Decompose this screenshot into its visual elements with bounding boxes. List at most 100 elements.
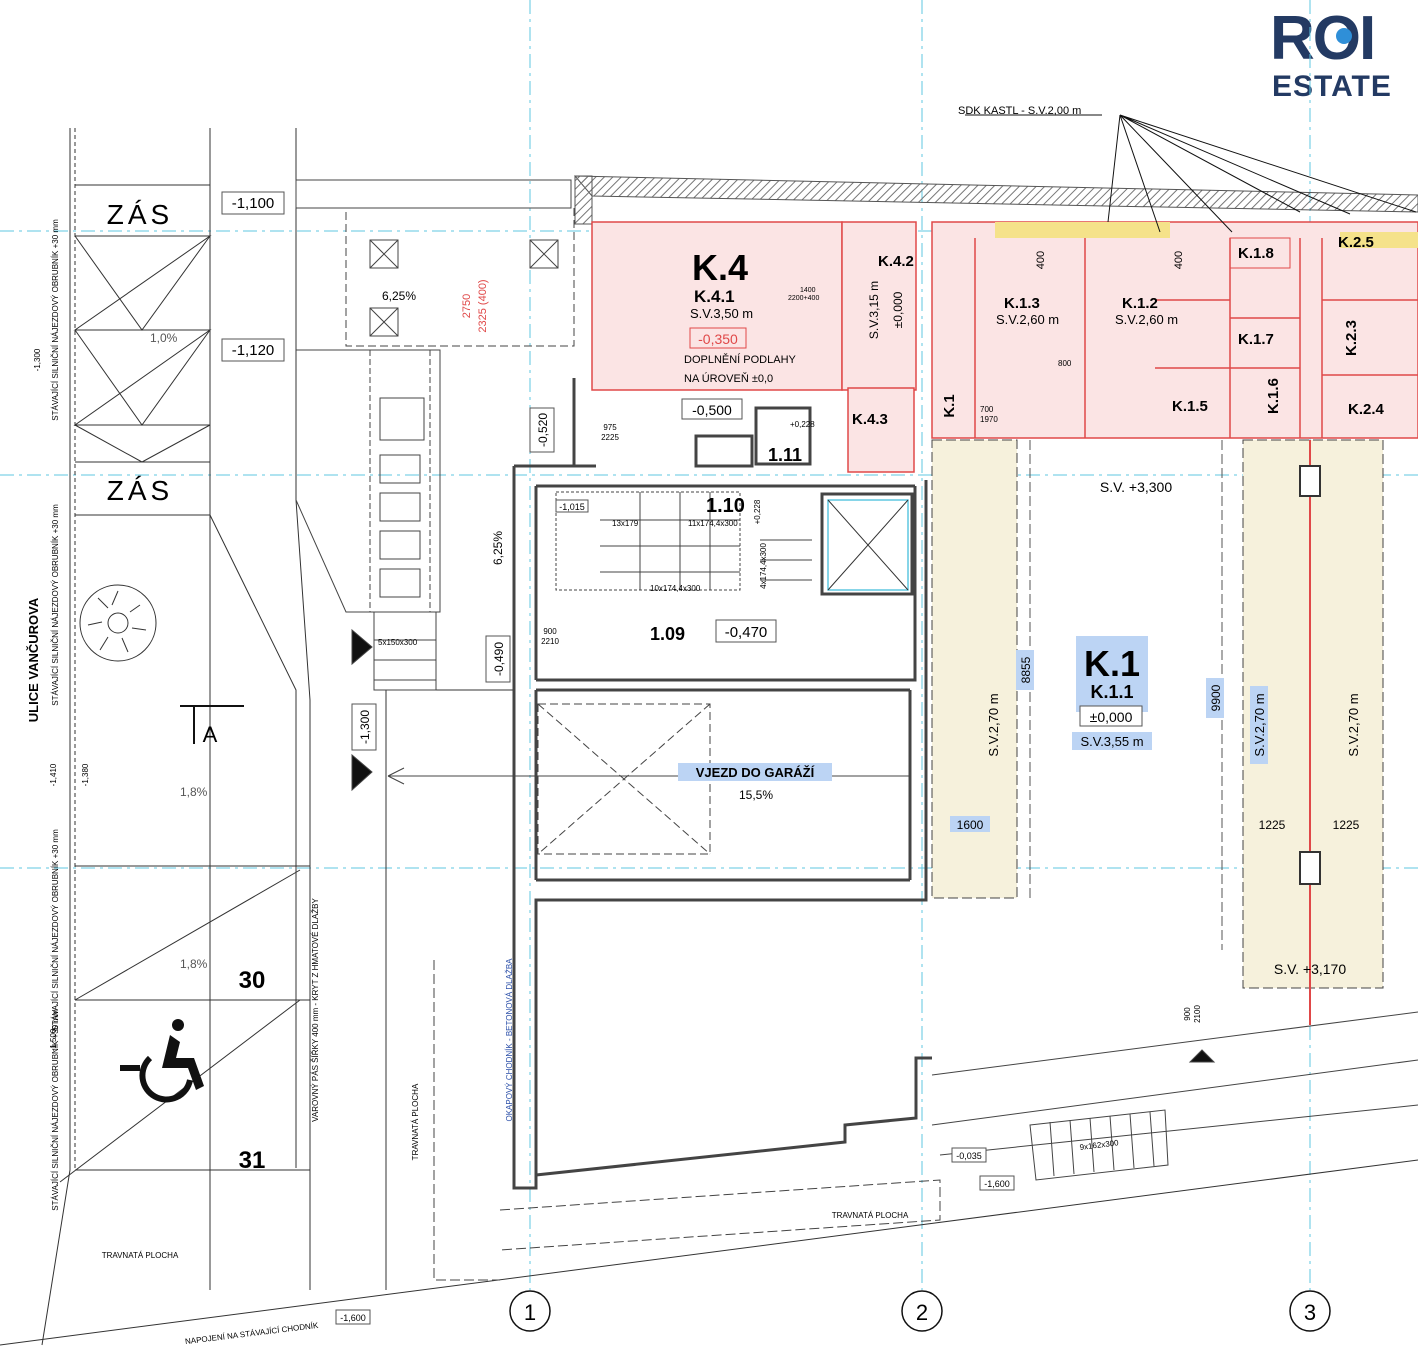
dim-2100: 2100 (1193, 1005, 1202, 1023)
dim-2325: 2325 (400) (477, 279, 489, 332)
sv-270-b: S.V.2,70 m (1252, 693, 1267, 756)
street-area (0, 128, 1418, 1346)
dim-1225-b: 1225 (1333, 818, 1360, 832)
dim-1400: 1400 (800, 287, 816, 294)
curb-note-2: STÁVAJÍCÍ SILNIČNÍ NÁJEZDOVÝ OBRUBNÍK +3… (51, 504, 60, 706)
slope-6: 15,5% (739, 788, 773, 802)
room-k41-note-1: DOPLNĚNÍ PODLAHY (684, 353, 797, 366)
zas-label-2: ZÁS (107, 475, 173, 506)
street-name: ULICE VANČUROVA (26, 597, 41, 722)
warning-strip-note: VAROVNÝ PÁS ŠÍŘKY 400 mm - KRYT Z HMATOV… (311, 898, 320, 1122)
room-k42-level: ±0,000 (891, 291, 905, 328)
room-110-label: 1.10 (706, 495, 745, 517)
entrance-area (295, 179, 1418, 1281)
room-k11-label: K.1.1 (1090, 682, 1133, 702)
sidewalk-edge (295, 128, 311, 1290)
room-k12-label: K.1.2 (1122, 295, 1158, 312)
sv-270-c: S.V.2,70 m (1346, 693, 1361, 756)
room-k15-label: K.1.5 (1172, 398, 1208, 415)
elevator (827, 499, 909, 591)
sdk-leaders (965, 114, 1417, 233)
slope-5: 1,8% (180, 957, 208, 971)
logo-text-estate: ESTATE (1272, 70, 1392, 103)
tree-grate (79, 584, 157, 662)
room-k13-height: S.V.2,60 m (996, 312, 1059, 327)
garage-entry-edge (385, 689, 515, 1290)
level-5: -1,300 (358, 710, 372, 744)
dim-9900: 9900 (1209, 684, 1223, 711)
dim-1970: 1970 (980, 415, 998, 424)
dim-1225-a: 1225 (1259, 818, 1286, 832)
room-110-level: +0,228 (753, 499, 762, 524)
room-k11-level: ±0,000 (1090, 709, 1133, 725)
axis-bubble-1 (509, 1290, 551, 1332)
sv-270-a: S.V.2,70 m (986, 693, 1001, 756)
dim-2210: 2210 (541, 637, 559, 646)
roof-edge (573, 175, 1418, 225)
axis-bubbles (509, 1290, 1331, 1332)
room-111-label: 1.11 (768, 445, 802, 465)
level-13: -1,380 (81, 763, 90, 786)
section-mark-a: A (203, 722, 218, 747)
room-k41-height: S.V.3,50 m (690, 306, 753, 321)
connection-note: NAPOJENÍ NA STÁVAJÍCÍ CHODNÍK (185, 1321, 320, 1346)
lawn-label-3: TRAVNATÁ PLOCHA (832, 1211, 909, 1220)
level-6: -1,015 (559, 502, 585, 512)
room-k41-label: K.4.1 (694, 287, 735, 306)
roi-estate-logo: ROI ESTATE (1266, 8, 1406, 108)
level-2: -1,120 (232, 342, 275, 359)
parking-border (209, 514, 297, 1168)
dim-700: 700 (980, 405, 994, 414)
axis-label-3: 3 (1304, 1300, 1316, 1325)
stair-dim-3: 10x174,4x300 (650, 584, 701, 593)
okap-note: OKAPOVÝ CHODNÍK - BETONOVÁ DLAŽBA (505, 958, 514, 1122)
axis-label-1: 1 (524, 1300, 536, 1325)
slope-3: 6,25% (491, 531, 505, 565)
room-k18-label: K.1.8 (1238, 245, 1274, 262)
room-k42-label: K.4.2 (878, 253, 914, 270)
dim-2750: 2750 (461, 294, 473, 318)
curb-note-4: STÁVAJÍCÍ SILNIČNÍ NÁJEZDOVÝ OBRUBNÍK +3… (51, 1009, 60, 1211)
building-walls (512, 378, 932, 1190)
room-k1-title: K.1 (1084, 643, 1140, 684)
parking-number-31: 31 (239, 1147, 266, 1174)
level-10: -1,600 (340, 1313, 366, 1323)
slope-4: 1,8% (180, 785, 208, 799)
room-k13-label: K.1.3 (1004, 295, 1040, 312)
level-1: -1,100 (232, 195, 275, 212)
level-4: -0,490 (492, 642, 506, 676)
dim-1600: 1600 (957, 818, 984, 832)
lawn-label-2: TRAVNATÁ PLOCHA (102, 1251, 179, 1260)
level-room-109: -0,470 (725, 624, 768, 641)
stair-dim-1: 13x179 (612, 519, 639, 528)
level-12: -1,410 (49, 763, 58, 786)
zas-label-1: ZÁS (107, 199, 173, 230)
slope-2: 1,0% (150, 331, 178, 345)
dim-8855: 8855 (1019, 656, 1033, 683)
axis-bubble-3 (1289, 1290, 1331, 1332)
curb-note-1: STÁVAJÍCÍ SILNIČNÍ NÁJEZDOVÝ OBRUBNÍK +3… (51, 219, 60, 421)
zas-zigzag-2 (74, 235, 211, 463)
k-rooms (591, 221, 1418, 473)
lawn-label-1: TRAVNATÁ PLOCHA (411, 1083, 420, 1160)
dim-900: 900 (543, 627, 557, 636)
dim-900-b: 900 (1183, 1007, 1192, 1021)
room-k4-title: K.4 (692, 247, 748, 288)
room-k17-label: K.1.7 (1238, 331, 1274, 348)
room-k42-height: S.V.3,15 m (867, 281, 881, 339)
slope-1: 6,25% (382, 289, 416, 303)
level-14: -1,500 (49, 1028, 58, 1051)
room-k19-label: K.1 (941, 394, 958, 417)
wheelchair-icon (120, 1019, 204, 1103)
parking-stall-lines (75, 865, 310, 1171)
room-k16-label: K.1.6 (1265, 378, 1282, 414)
room-k12-height: S.V.2,60 m (1115, 312, 1178, 327)
dim-2225: 2225 (601, 433, 619, 442)
room-k41-note-2: NA ÚROVEŇ ±0,0 (684, 372, 773, 385)
room-111-level: +0,228 (790, 420, 815, 429)
dim-400-b: 400 (1173, 251, 1185, 269)
level-3: -0,520 (536, 413, 550, 447)
stair-dim-4: 4x174,4x300 (759, 543, 768, 589)
axis-bubble-2 (901, 1290, 943, 1332)
